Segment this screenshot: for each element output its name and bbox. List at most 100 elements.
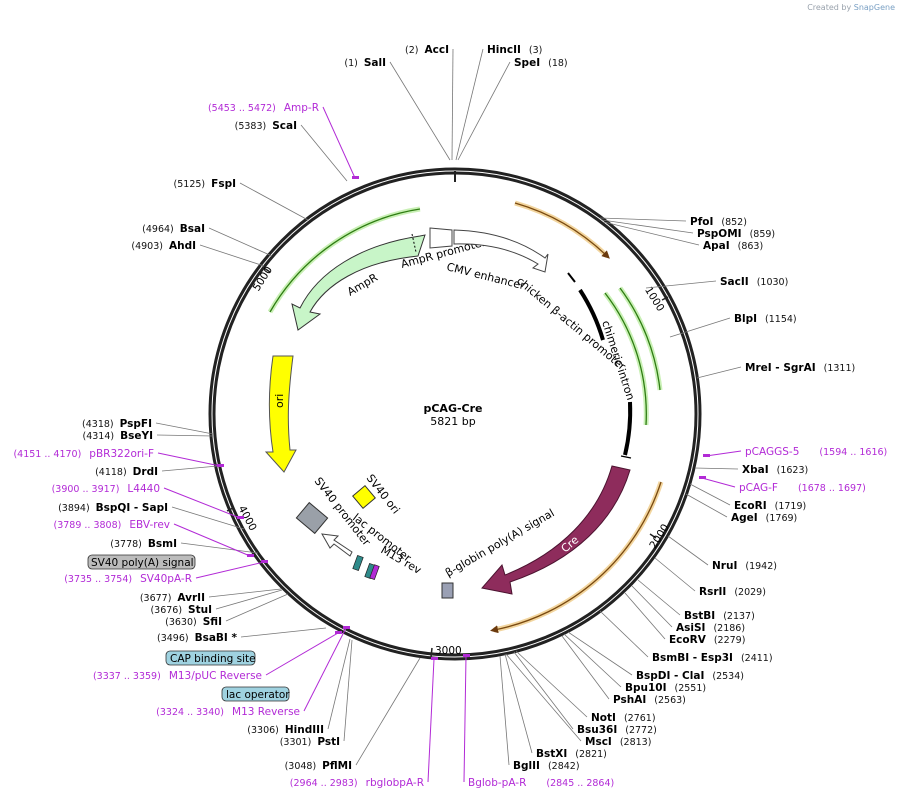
primer-leader [265, 632, 339, 676]
primer-label: (5453 .. 5472) Amp-R [208, 102, 319, 114]
enzyme-label: (3048)PflMI [285, 760, 352, 772]
enzyme-leader [240, 627, 327, 638]
green-arc-left-halo [267, 206, 421, 314]
enzyme-label: BglII(2842) [513, 760, 580, 772]
enzyme-leader [171, 506, 245, 530]
enzyme-name: PspFI [120, 418, 152, 430]
primer-label: Bglob-pA-R(2845 .. 2864) [468, 777, 614, 789]
primer-range: (3324 .. 3340) [156, 707, 224, 718]
enzyme-leader [343, 639, 353, 742]
ampr-promoter-arrow [429, 227, 453, 249]
enzyme-name: DrdI [133, 466, 158, 478]
enzyme-label: PspOMI(859) [697, 228, 775, 240]
enzyme-position: (4314) [83, 431, 115, 442]
enzyme-position: (2137) [723, 611, 755, 622]
primer-leader [705, 450, 742, 457]
primer-range: (5453 .. 5472) [208, 103, 276, 114]
primer-leader [195, 561, 265, 579]
enzyme-name: BsmI [148, 538, 177, 550]
enzyme-label: Bpu10I(2551) [625, 682, 706, 694]
enzyme-label: NruI(1942) [712, 560, 777, 572]
enzyme-name: FspI [211, 178, 236, 190]
boxed-feature-lac-operator: lac operator [221, 686, 290, 702]
enzyme-leader [504, 653, 533, 754]
enzyme-position: (4964) [142, 224, 174, 235]
primer-leader [173, 523, 251, 557]
enzyme-name: PflMI [322, 760, 352, 772]
plasmid-name: pCAG-Cre [423, 402, 482, 415]
enzyme-label: (1)SalI [344, 57, 386, 69]
enzyme-label: (3306)HindIII [247, 724, 324, 736]
enzyme-leader [561, 635, 610, 700]
enzyme-leader [208, 588, 282, 598]
orange-arc-bottom [490, 481, 662, 634]
intron-end-tick [620, 455, 632, 459]
enzyme-name: AgeI [731, 512, 758, 524]
enzyme-label: BstBI(2137) [684, 610, 755, 622]
enzyme-position: (852) [721, 217, 747, 228]
enzyme-label: BsmBI - Esp3I(2411) [652, 652, 773, 664]
enzyme-label: (3894)BspQI - SapI [58, 502, 168, 514]
enzyme-position: (3301) [280, 737, 312, 748]
enzyme-label: RsrII(2029) [699, 586, 766, 598]
enzyme-label: (4903)AhdI [131, 240, 196, 252]
enzyme-leader [451, 48, 454, 161]
ampr-arrow [291, 234, 426, 331]
enzyme-name: AhdI [169, 240, 196, 252]
enzyme-leader [499, 655, 510, 766]
enzyme-label: BspDI - ClaI(2534) [636, 670, 744, 682]
enzyme-name: BsmBI - Esp3I [652, 652, 733, 664]
enzyme-label: MreI - SgrAI(1311) [745, 362, 855, 374]
enzyme-leader [603, 221, 700, 246]
enzyme-label: (2)AccI [405, 44, 449, 56]
enzyme-name: Bsu36I [577, 724, 617, 736]
enzyme-leader [696, 366, 742, 379]
enzyme-leader [225, 593, 289, 622]
enzyme-position: (3676) [150, 605, 182, 616]
primer-range: (3789 .. 3808) [54, 520, 122, 531]
enzyme-name: NotI [591, 712, 616, 724]
enzyme-label: PfoI (852) [690, 216, 747, 228]
enzyme-label: XbaI(1623) [742, 464, 808, 476]
primer-name: L4440 [127, 483, 160, 495]
enzyme-position: (1623) [777, 465, 809, 476]
primer-range: (1594 .. 1616) [819, 447, 887, 458]
enzyme-label: (5383)ScaI [235, 120, 297, 132]
primer-name: pBR322ori-F [89, 448, 154, 460]
primer-name: Amp-R [284, 102, 319, 114]
primer-range: (3900 .. 3917) [52, 484, 120, 495]
enzyme-leader [685, 493, 728, 518]
primer-label: (3789 .. 3808) EBV-rev [54, 519, 171, 531]
enzyme-name: BsaBI * [195, 632, 238, 644]
primer-name: EBV-rev [129, 519, 170, 531]
enzyme-position: (4318) [82, 419, 114, 430]
primer-range: (2964 .. 2983) [290, 778, 358, 789]
enzyme-position: (2279) [714, 635, 746, 646]
cre-arrow [481, 465, 631, 595]
enzyme-name: AvrII [177, 592, 205, 604]
enzyme-position: (1769) [766, 513, 798, 524]
enzyme-name: PfoI [690, 216, 713, 228]
enzyme-name: BsaI [180, 223, 205, 235]
enzyme-position: (859) [750, 229, 776, 240]
enzyme-leader [645, 280, 717, 289]
enzyme-position: (1719) [775, 501, 807, 512]
cmv-enhancer-label: CMV enhancer [445, 260, 526, 292]
snapgene-credit: Created by SnapGene [807, 3, 895, 12]
primer-leader [463, 655, 467, 783]
ampr-divider [411, 233, 417, 253]
boxed-feature-sv40-polya: SV40 poly(A) signal [87, 554, 196, 570]
enzyme-label: (4318) PspFI [82, 418, 152, 430]
enzyme-name: BlpI [734, 313, 757, 325]
plasmid-size: 5821 bp [430, 415, 475, 428]
enzyme-leader [457, 61, 511, 161]
enzyme-label: (3676)StuI [150, 604, 212, 616]
enzyme-leader [599, 610, 649, 658]
enzyme-label: Bsu36I(2772) [577, 724, 657, 736]
enzyme-leader [300, 124, 348, 182]
enzyme-leader [355, 657, 421, 766]
intron-arc-1 [578, 288, 605, 341]
enzyme-position: (2842) [548, 761, 580, 772]
